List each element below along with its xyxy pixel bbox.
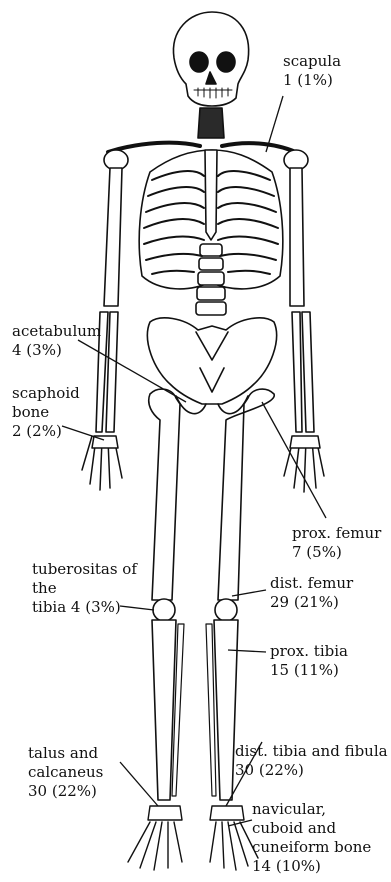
label-scaphoid-bone: scaphoid bone 2 (2%) (12, 384, 80, 441)
label-prox-femur: prox. femur 7 (5%) (292, 524, 381, 562)
right-radius (292, 312, 302, 432)
left-humerus (104, 168, 122, 306)
left-hand (82, 436, 122, 490)
right-humerus (290, 168, 304, 306)
right-femur (218, 389, 274, 600)
label-prox-tibia: prox. tibia 15 (11%) (270, 642, 348, 680)
label-navicular-cuboid-cuneiform: navicular, cuboid and cuneiform bone 14 … (252, 800, 371, 876)
right-hand (284, 436, 324, 492)
skull (173, 12, 248, 106)
lumbar-spine (196, 244, 226, 315)
cervical-spine (198, 108, 224, 138)
left-femur (149, 389, 180, 600)
label-dist-tibia-fibula: dist. tibia and fibula 30 (22%) (235, 742, 388, 780)
left-foot (128, 806, 182, 870)
right-ulna (302, 312, 314, 432)
label-dist-femur: dist. femur 29 (21%) (270, 574, 353, 612)
label-scapula: scapula 1 (1%) (283, 52, 341, 90)
right-foot (210, 806, 258, 870)
leader-prox-femur (262, 402, 326, 518)
label-tuberositas-tibia: tuberositas of the tibia 4 (3%) (32, 560, 137, 617)
label-talus-calcaneus: talus and calcaneus 30 (22%) (28, 744, 103, 801)
sternum (205, 150, 217, 240)
leader-navicular (228, 820, 252, 826)
leader-talus (120, 762, 158, 806)
label-acetabulum: acetabulum 4 (3%) (12, 322, 101, 360)
